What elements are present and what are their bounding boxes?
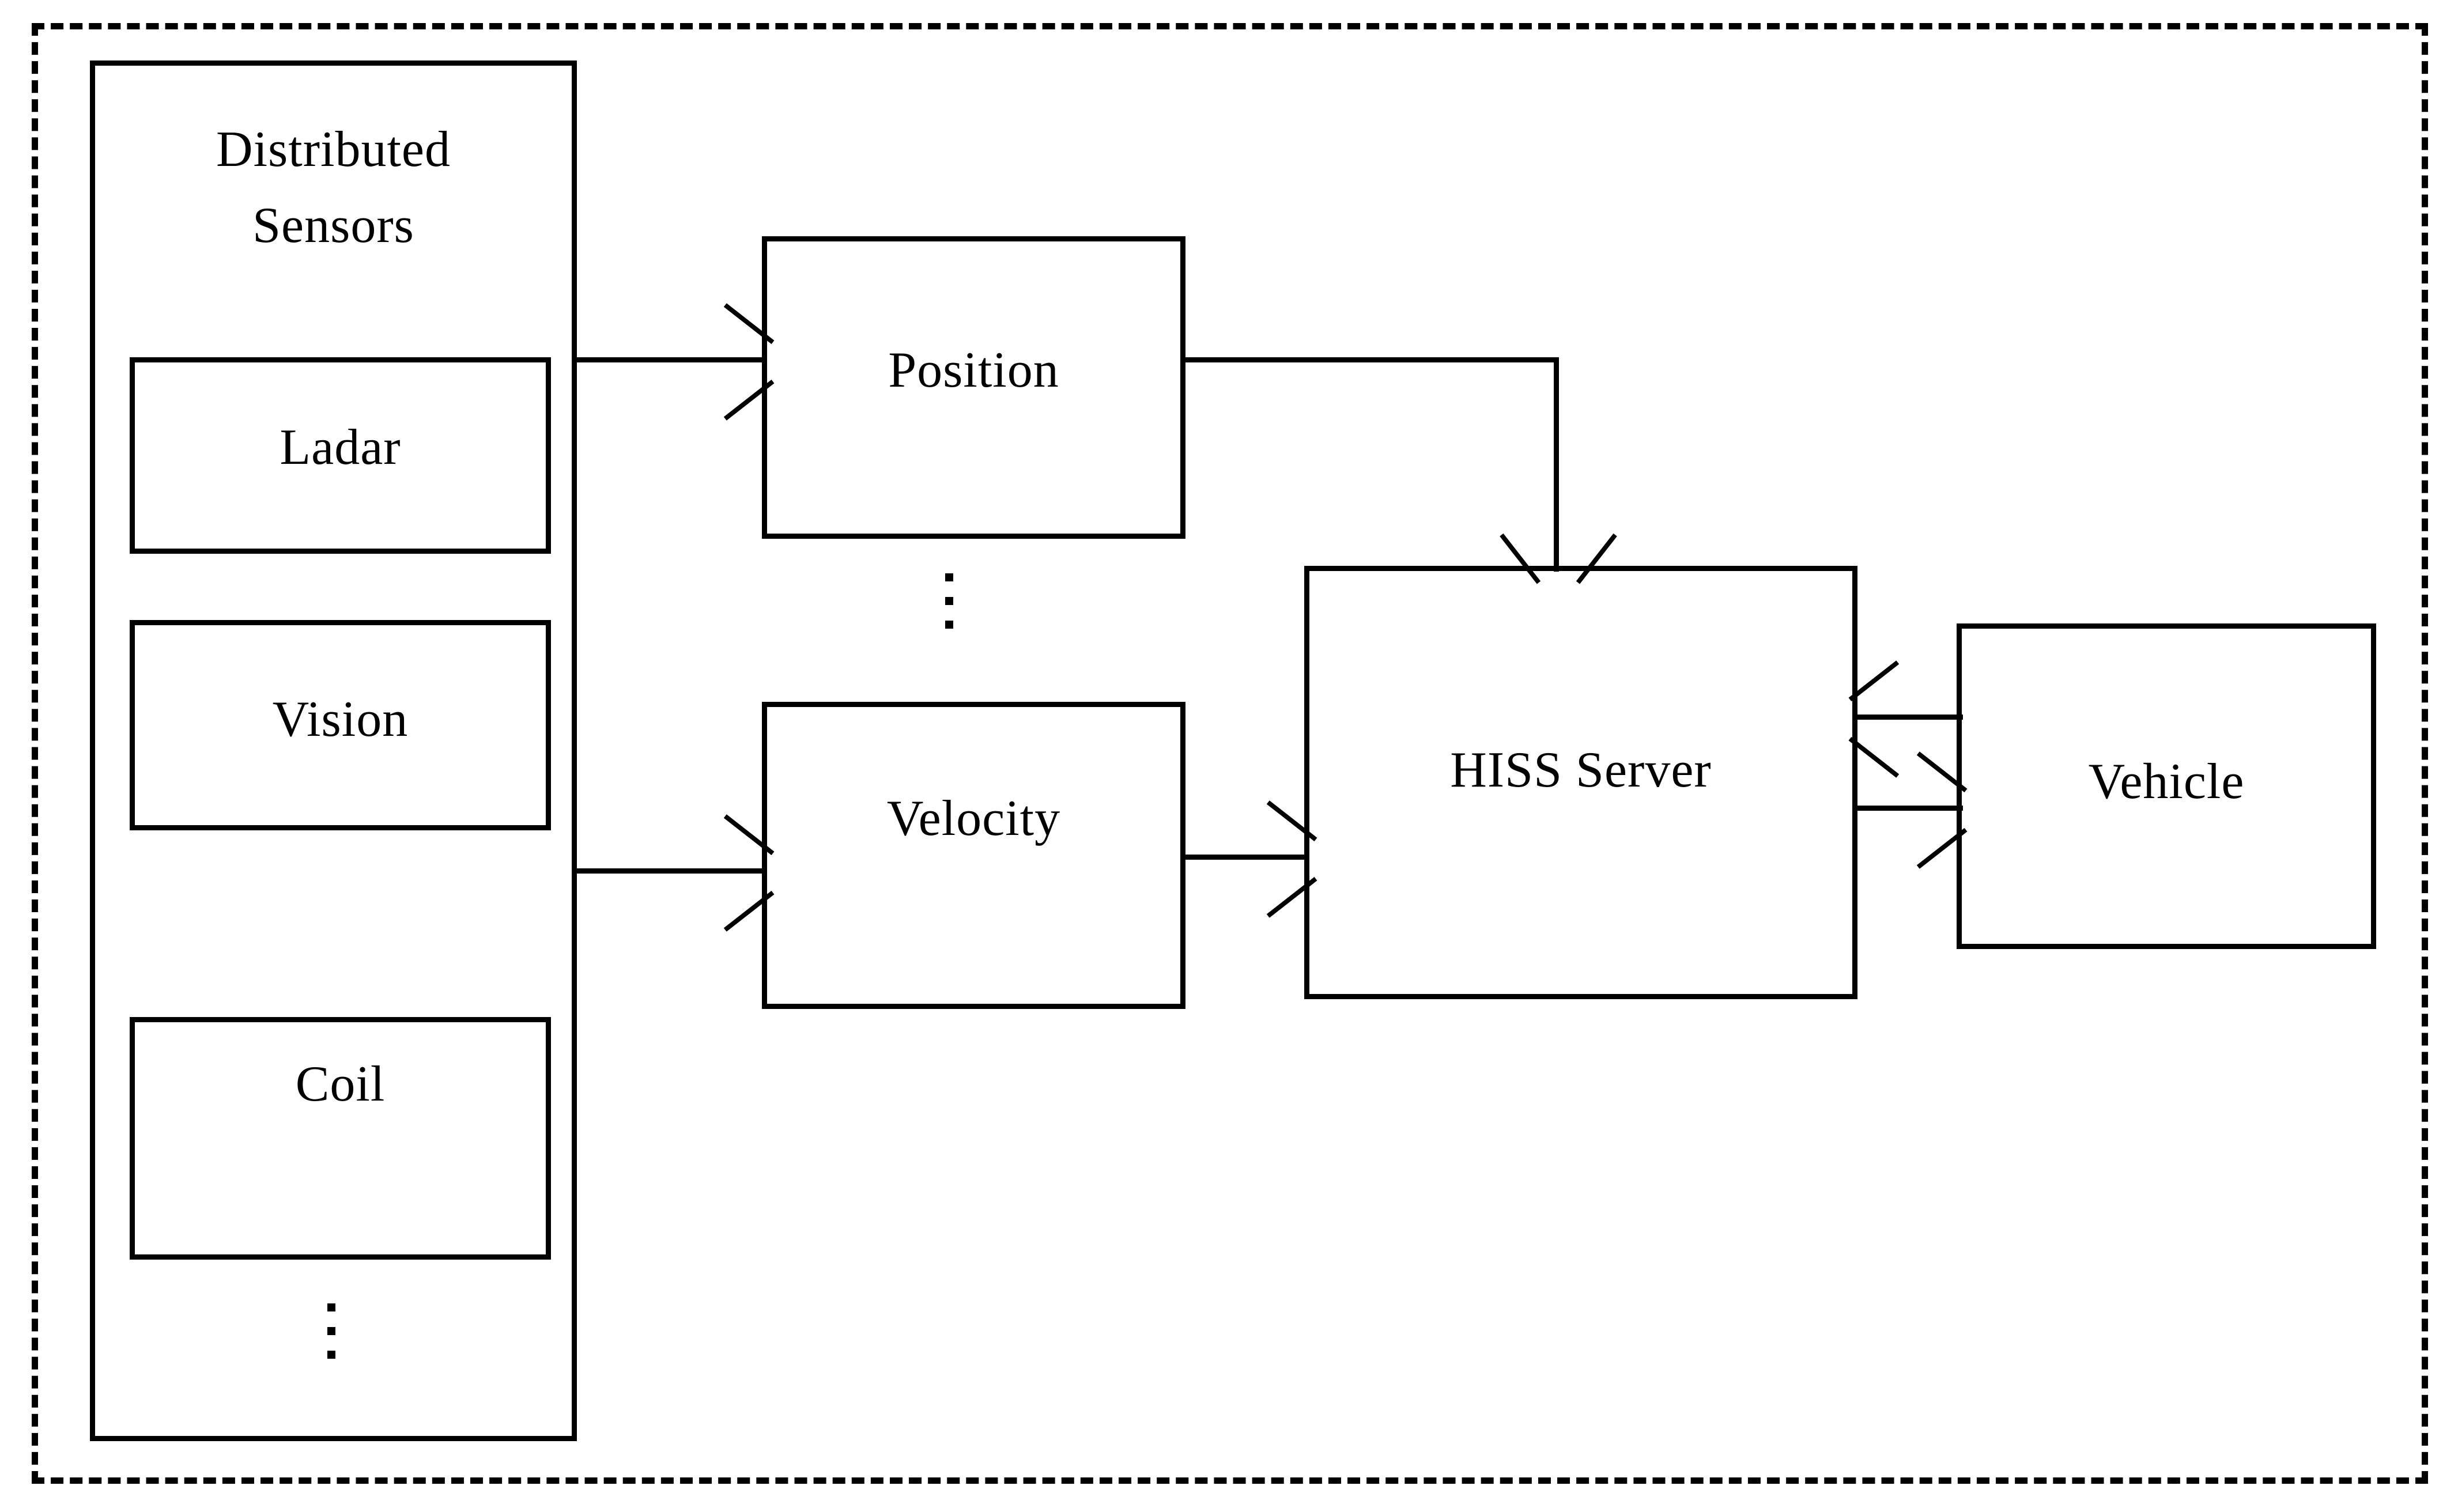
connector-velocity-to-server [1184, 855, 1308, 860]
hiss-server-box[interactable]: HISS Server [1304, 566, 1857, 999]
system-boundary-dashed [32, 23, 2428, 1484]
connector-position-to-server-vertical [1554, 357, 1559, 572]
sensor-box-ladar[interactable]: Ladar [130, 357, 551, 554]
sensor-label-vision: Vision [272, 691, 409, 747]
estimator-ellipsis-icon [941, 573, 958, 629]
estimator-label-velocity: Velocity [886, 791, 1061, 846]
estimator-label-position: Position [888, 342, 1059, 398]
connector-vehicle-to-server [1853, 715, 1963, 720]
sensor-label-coil: Coil [295, 1056, 386, 1112]
estimator-box-velocity[interactable]: Velocity [762, 702, 1185, 1009]
connector-sensors-to-velocity [576, 868, 767, 874]
hiss-server-label: HISS Server [1450, 742, 1712, 798]
vehicle-box[interactable]: Vehicle [1957, 623, 2376, 949]
sensor-box-coil[interactable]: Coil [130, 1017, 551, 1260]
distributed-sensors-title: Distributed Sensors [95, 112, 572, 264]
connector-position-to-server-horizontal [1184, 357, 1559, 362]
sensor-label-ladar: Ladar [280, 419, 401, 475]
connector-server-to-vehicle [1853, 806, 1963, 811]
distributed-sensors-title-line2: Sensors [252, 198, 414, 254]
sensors-ellipsis-icon [323, 1303, 340, 1359]
vehicle-label: Vehicle [2088, 754, 2245, 810]
distributed-sensors-title-line1: Distributed [216, 122, 451, 177]
estimator-box-position[interactable]: Position [762, 236, 1185, 539]
sensor-box-vision[interactable]: Vision [130, 620, 551, 830]
connector-sensors-to-position [576, 357, 767, 362]
